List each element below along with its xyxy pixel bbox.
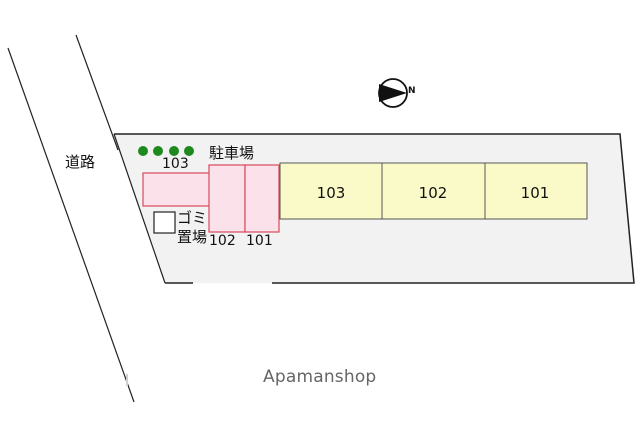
tree-icon bbox=[153, 146, 163, 156]
north-label: N bbox=[408, 86, 416, 96]
parking-space-101-label: 101 bbox=[246, 233, 273, 249]
tree-icon bbox=[184, 146, 194, 156]
unit-101-box bbox=[484, 162, 588, 220]
parking-space-102-label: 102 bbox=[209, 233, 236, 249]
garbage-area-box bbox=[153, 211, 176, 234]
road-edge-right-upper bbox=[75, 34, 119, 151]
parking-space-103-label: 103 bbox=[162, 156, 189, 172]
unit-102-label: 102 bbox=[418, 184, 448, 202]
north-arrow-icon bbox=[378, 78, 408, 108]
garbage-area-label-line1: ゴミ bbox=[177, 209, 208, 227]
garbage-area-label-line2: 置場 bbox=[177, 228, 208, 246]
unit-103-box bbox=[279, 162, 383, 220]
unit-101-label: 101 bbox=[520, 184, 550, 202]
road-label: 道路 bbox=[65, 153, 96, 171]
tree-icon bbox=[169, 146, 179, 156]
tree-icon bbox=[138, 146, 148, 156]
parking-space-102 bbox=[208, 164, 246, 233]
lot-border bbox=[114, 133, 635, 284]
watermark-text: Apamanshop bbox=[263, 367, 377, 387]
road-edge-left bbox=[7, 47, 135, 403]
parking-label: 駐車場 bbox=[209, 144, 255, 162]
unit-103-label: 103 bbox=[316, 184, 346, 202]
parking-space-103 bbox=[142, 172, 211, 207]
parking-space-101 bbox=[244, 164, 280, 233]
lot-border-road-side bbox=[113, 133, 166, 284]
